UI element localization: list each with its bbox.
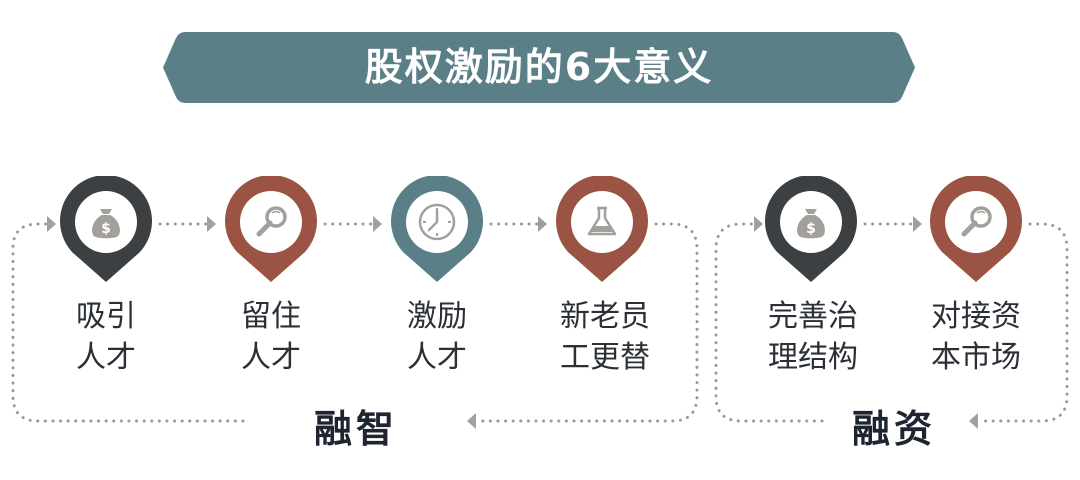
flask-icon xyxy=(587,206,617,236)
pin-capital-market xyxy=(930,176,1022,282)
clock-icon xyxy=(418,203,456,241)
pin-motivate-talent xyxy=(391,176,483,282)
group-label-talent-financing: 融智 xyxy=(313,407,398,451)
magnifier-icon xyxy=(961,206,992,237)
banner-shape xyxy=(163,32,915,103)
item-label-line1: 吸引 xyxy=(76,299,136,334)
item-label-line2: 人才 xyxy=(241,340,301,375)
money-bag-icon: $ xyxy=(797,209,825,239)
item-label: 留住 人才 xyxy=(201,296,341,378)
item-label: 新老员 工更替 xyxy=(535,296,675,378)
item-label-line2: 工更替 xyxy=(560,340,650,375)
pin-governance-structure: $ xyxy=(765,176,857,282)
svg-text:$: $ xyxy=(806,221,816,237)
item-label-line2: 人才 xyxy=(407,340,467,375)
pin-staff-turnover xyxy=(556,176,648,282)
page-title: 股权激励的6大意义 xyxy=(364,45,714,89)
item-label: 吸引 人才 xyxy=(36,296,176,378)
item-label-line1: 激励 xyxy=(407,299,467,334)
group-label-capital-financing: 融资 xyxy=(851,407,936,451)
pin-retain-talent xyxy=(225,176,317,282)
item-label-line1: 对接资 xyxy=(931,299,1021,334)
item-label-line2: 人才 xyxy=(76,340,136,375)
item-label-line1: 留住 xyxy=(241,299,301,334)
item-label-line2: 理结构 xyxy=(768,340,858,375)
magnifier-icon xyxy=(256,206,287,237)
item-label-line2: 本市场 xyxy=(931,340,1021,375)
item-label: 激励 人才 xyxy=(367,296,507,378)
svg-text:$: $ xyxy=(101,221,111,237)
item-label: 对接资 本市场 xyxy=(906,296,1046,378)
money-bag-icon: $ xyxy=(92,209,120,239)
pin-attract-talent: $ xyxy=(60,176,152,282)
item-label-line1: 完善治 xyxy=(768,299,858,334)
item-label-line1: 新老员 xyxy=(560,299,650,334)
title-banner: 股权激励的6大意义 xyxy=(163,32,915,103)
item-label: 完善治 理结构 xyxy=(743,296,883,378)
